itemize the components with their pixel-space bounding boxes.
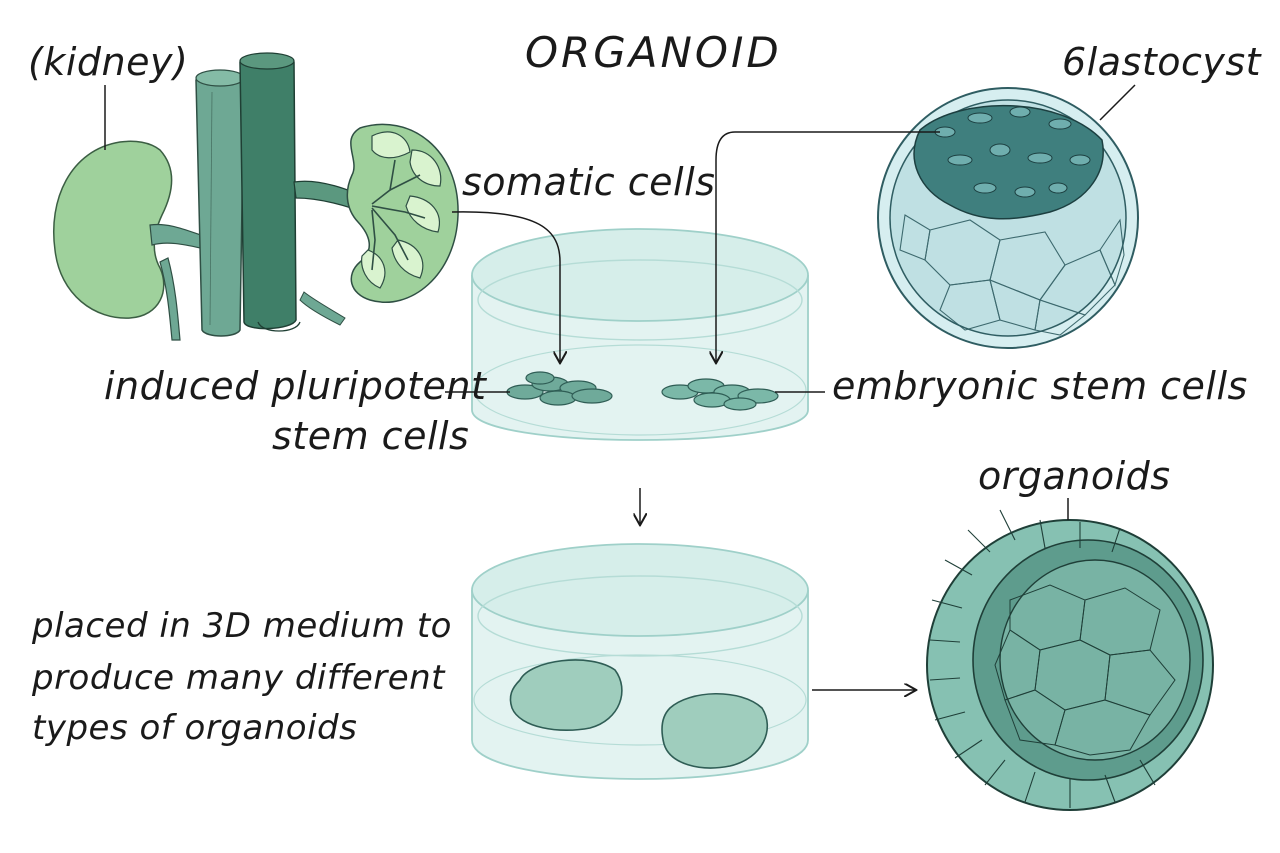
connectors [104,84,1136,690]
medium-label-line1: placed in 3D medium to [32,606,452,646]
medium-label-line3: types of organoids [32,708,358,748]
organoid-blob-2 [661,693,769,769]
petri-dish-top [471,228,809,441]
esc-label: embryonic stem cells [832,364,1248,408]
aorta [239,55,297,330]
ipsc-label-line2: stem cells [272,414,470,458]
blastocyst-label-leader [1099,84,1136,121]
blastocyst-illustration [877,87,1139,349]
organoid-blob-1 [509,659,623,731]
medium-label-line2: produce many different [32,658,446,698]
ureter [159,257,181,341]
vena-cava [195,72,245,337]
organoids-label: organoids [978,454,1171,498]
somatic-arrow [451,211,560,362]
somatic-cells-label: somatic cells [462,160,716,204]
esc-cluster [661,378,779,411]
blastocyst-label: 6lastocyst [1062,40,1262,84]
kidney-illustration [53,52,459,341]
kidney-label: (kidney) [28,40,189,84]
ipsc-label-line1: induced pluripotent [104,364,487,408]
petri-dish-bottom [471,543,809,780]
kidney-shape [53,140,173,319]
ipsc-cluster [506,371,613,406]
organoid-sphere-illustration [926,509,1214,811]
blastocyst-arrow [716,131,940,362]
diagram-title: ORGANOID [525,28,782,77]
